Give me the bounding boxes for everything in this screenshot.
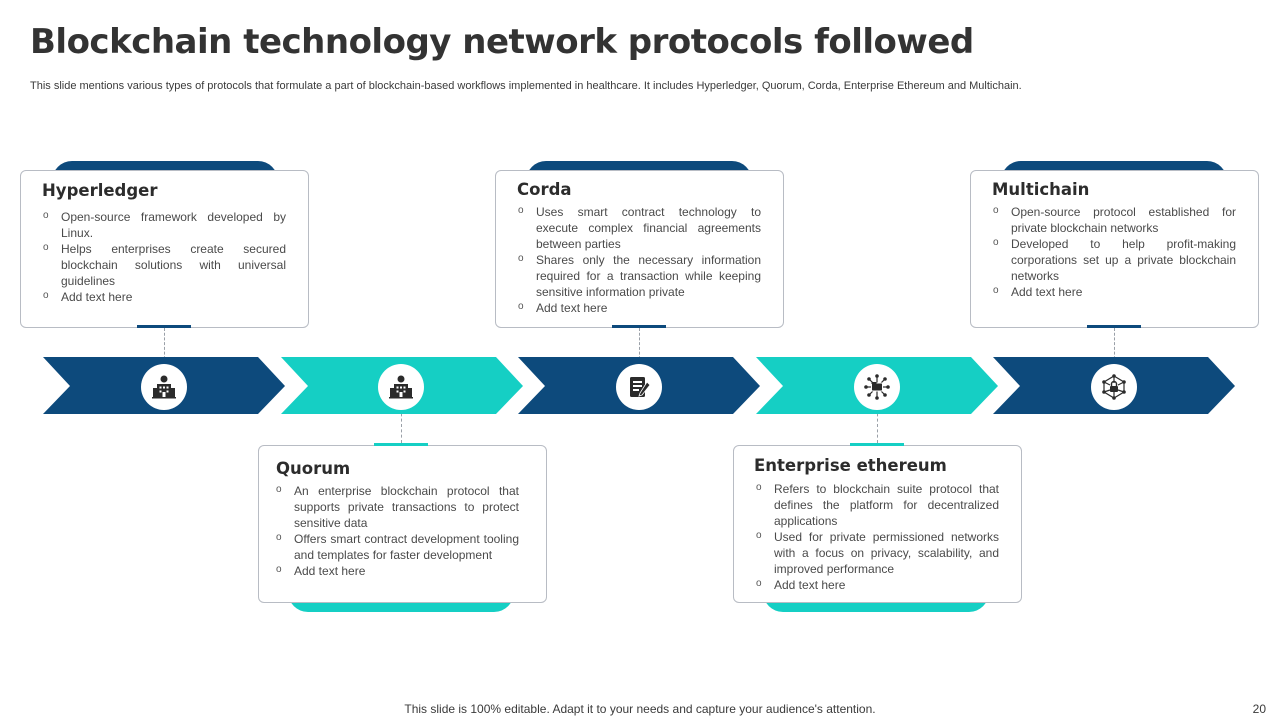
card-stub <box>1087 325 1141 328</box>
bank-building-icon <box>141 364 187 410</box>
connector-line <box>1114 328 1115 364</box>
document-edit-icon <box>616 364 662 410</box>
bullet-item: Used for private permissioned networks w… <box>754 528 999 577</box>
slide-title: Blockchain technology network protocols … <box>30 22 974 62</box>
bullet-item: Add text here <box>754 576 999 593</box>
card-enterprise-ethereum: Enterprise ethereum Refers to blockchain… <box>733 445 1022 603</box>
connector-line <box>877 408 878 443</box>
connector-line <box>401 408 402 443</box>
bullet-list: Refers to blockchain suite protocol that… <box>754 480 999 593</box>
bullet-list: Open-source protocol established for pri… <box>991 203 1236 300</box>
bullet-list: An enterprise blockchain protocol that s… <box>274 482 519 579</box>
bullet-list: Uses smart contract technology to execut… <box>516 203 761 316</box>
bullet-item: Helps enterprises create secured blockch… <box>41 240 286 289</box>
bullet-item: Developed to help profit-making corporat… <box>991 235 1236 284</box>
bullet-item: Uses smart contract technology to execut… <box>516 203 761 252</box>
page-number: 20 <box>1252 702 1266 716</box>
bullet-item: Add text here <box>274 562 519 579</box>
bullet-item: Open-source framework developed by Linux… <box>41 208 286 241</box>
card-stub <box>612 325 666 328</box>
connector-line <box>164 328 165 364</box>
card-corda: Corda Uses smart contract technology to … <box>495 170 784 328</box>
card-title: Quorum <box>276 459 351 478</box>
card-hyperledger: Hyperledger Open-source framework develo… <box>20 170 309 328</box>
card-stub <box>137 325 191 328</box>
bullet-item: An enterprise blockchain protocol that s… <box>274 482 519 531</box>
connector-line <box>639 328 640 364</box>
bullet-item: Open-source protocol established for pri… <box>991 203 1236 236</box>
lock-network-icon <box>1091 364 1137 410</box>
card-title: Hyperledger <box>42 181 158 200</box>
folder-network-icon <box>854 364 900 410</box>
bank-building-icon <box>378 364 424 410</box>
card-title: Multichain <box>992 180 1090 199</box>
bullet-item: Shares only the necessary information re… <box>516 251 761 300</box>
bullet-item: Refers to blockchain suite protocol that… <box>754 480 999 529</box>
card-stub <box>374 443 428 446</box>
card-stub <box>850 443 904 446</box>
bullet-item: Add text here <box>516 299 761 316</box>
bullet-list: Open-source framework developed by Linux… <box>41 208 286 305</box>
bullet-item: Add text here <box>991 283 1236 300</box>
bullet-item: Add text here <box>41 288 286 305</box>
card-title: Enterprise ethereum <box>754 456 947 475</box>
card-title: Corda <box>517 180 572 199</box>
card-multichain: Multichain Open-source protocol establis… <box>970 170 1259 328</box>
card-quorum: Quorum An enterprise blockchain protocol… <box>258 445 547 603</box>
slide-subtitle: This slide mentions various types of pro… <box>30 80 1022 92</box>
slide-footer: This slide is 100% editable. Adapt it to… <box>404 702 876 716</box>
bullet-item: Offers smart contract development toolin… <box>274 530 519 563</box>
